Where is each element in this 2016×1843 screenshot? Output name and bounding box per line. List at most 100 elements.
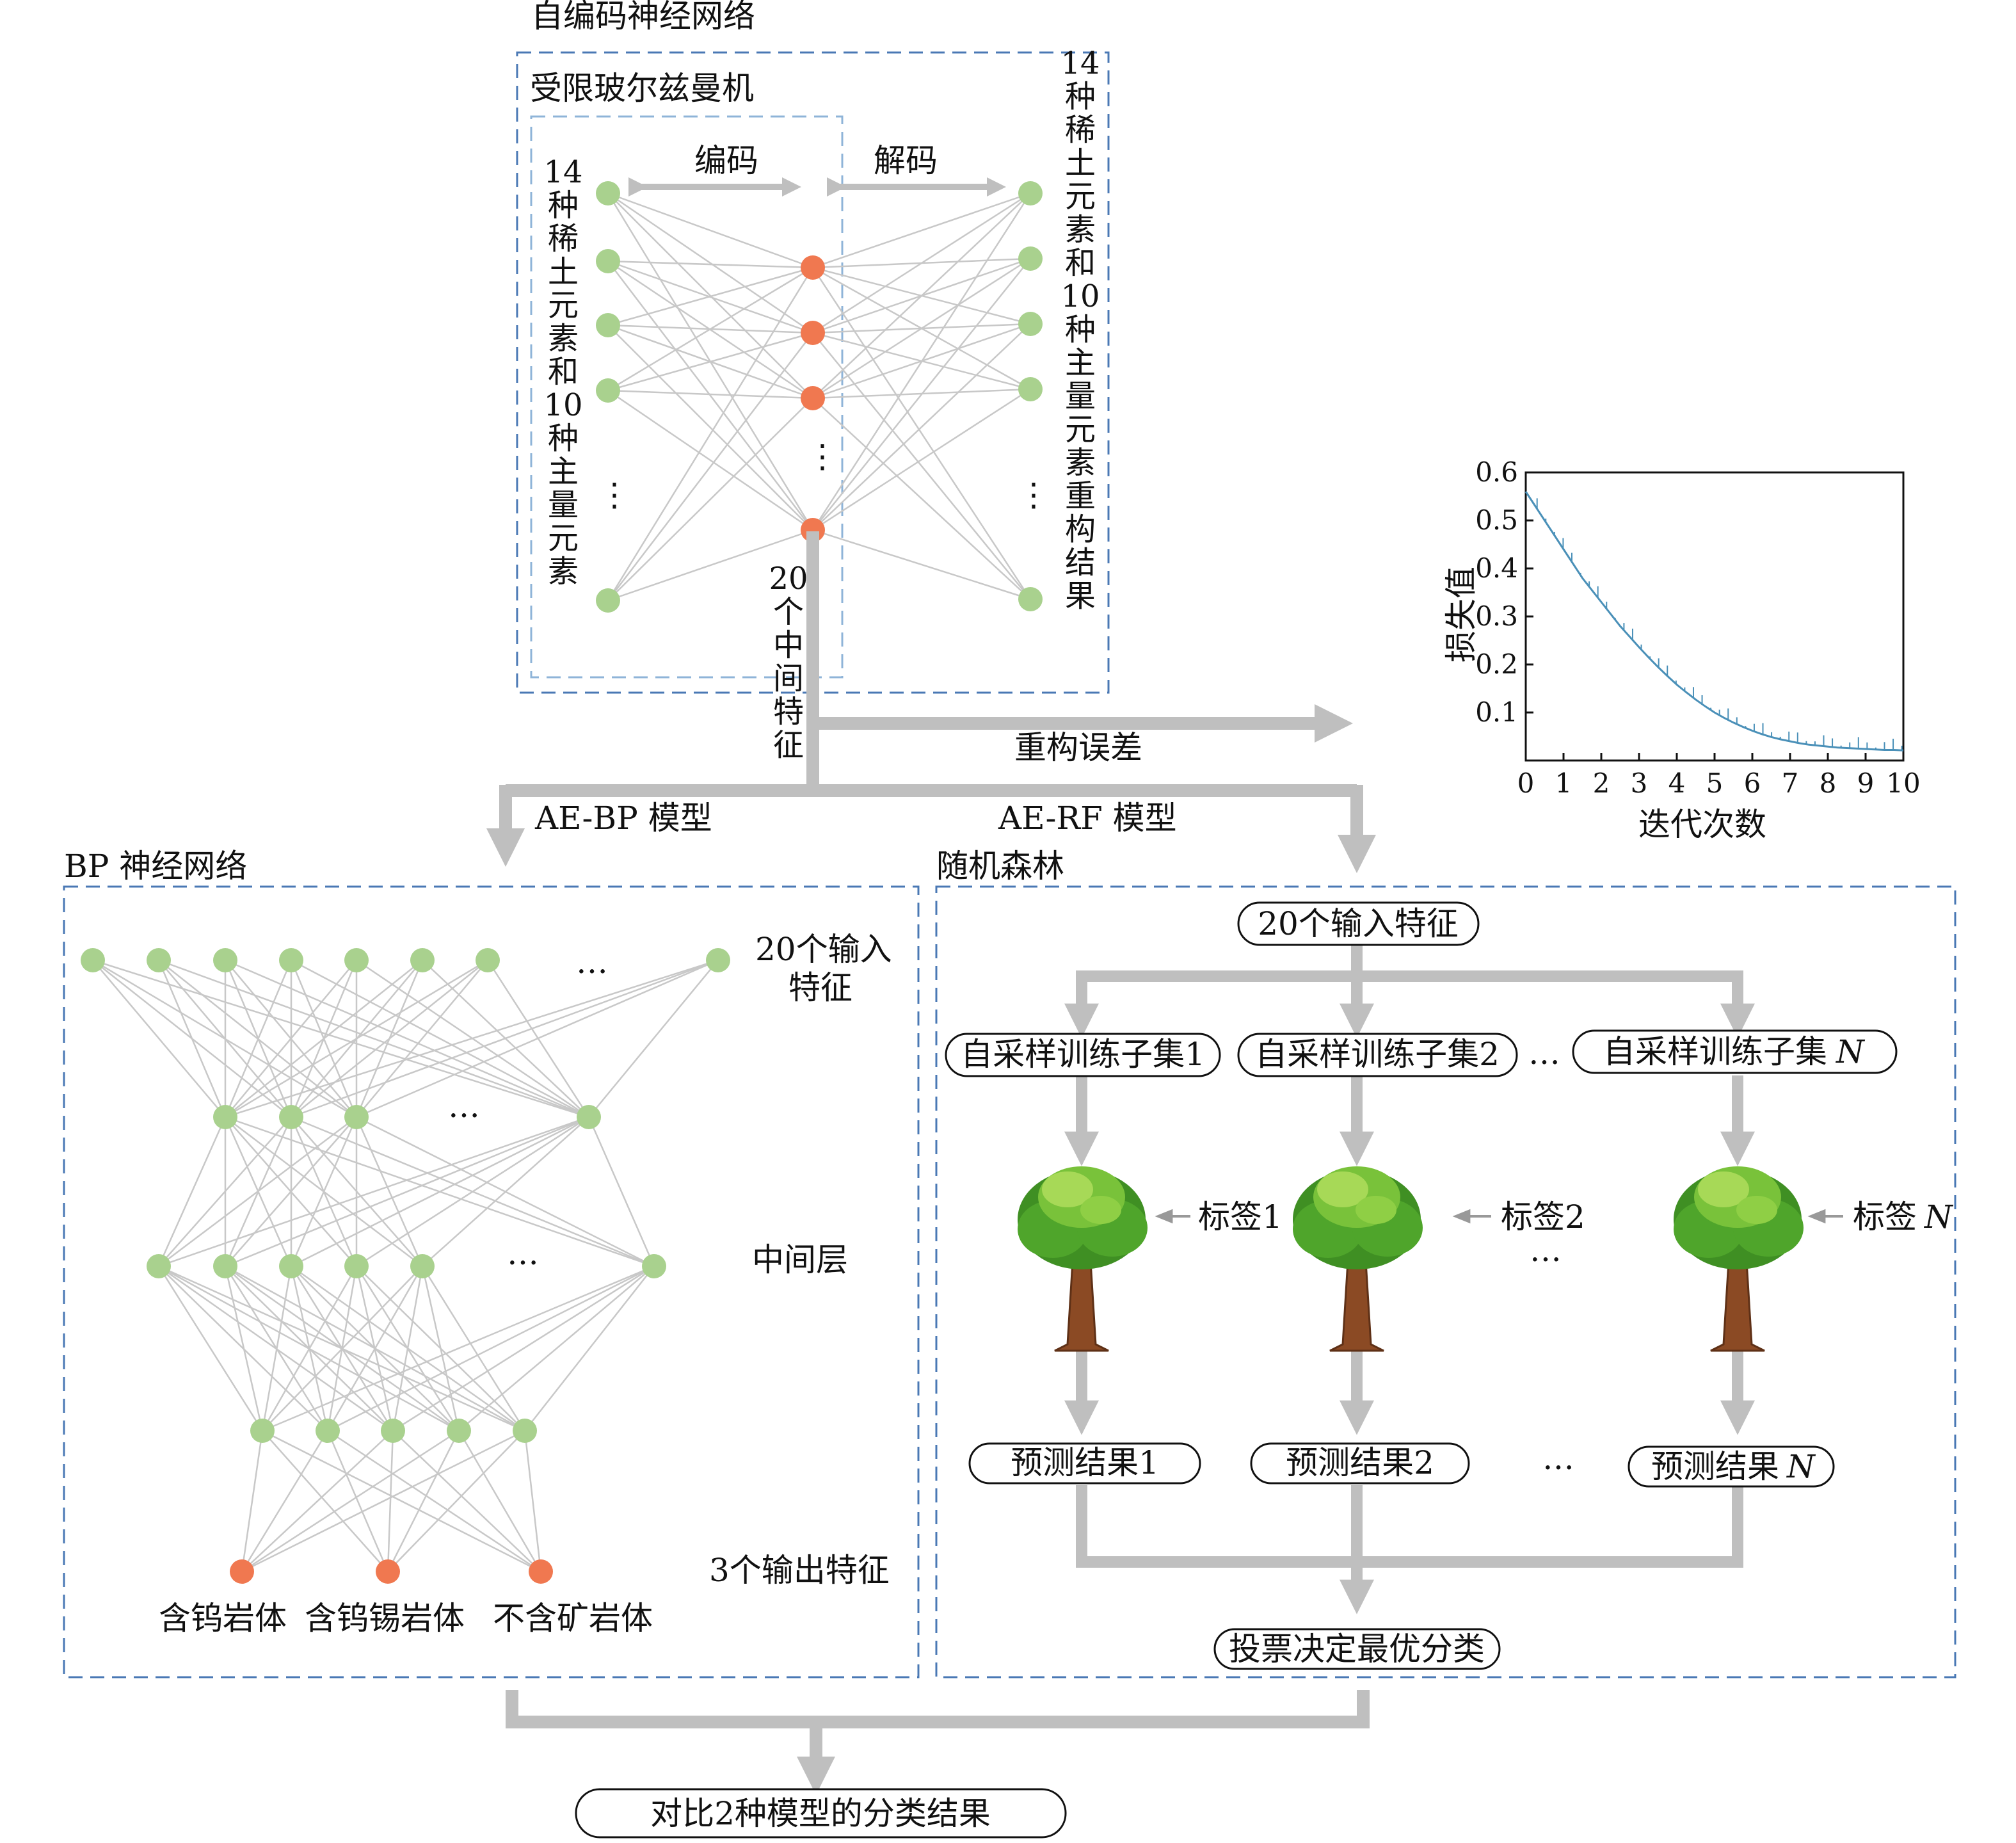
x-tick-label: 9 (1857, 768, 1875, 799)
ae-output-label-char: 稀 (1065, 112, 1096, 148)
ae-output-label-char: 素 (1065, 212, 1096, 248)
bp-output-class-2: 含钨锡岩体 (305, 1600, 465, 1637)
bp-output-class-3: 不含矿岩体 (493, 1600, 653, 1637)
ae-input-label-char: 土 (548, 254, 579, 290)
ae-input-label-char: 素 (548, 554, 579, 590)
ae-input-node (596, 181, 620, 205)
ae-edge (607, 192, 813, 269)
x-tick-label: 1 (1555, 768, 1572, 799)
label-2: 标签2 (1501, 1198, 1585, 1235)
ae-input-label-char: 主 (548, 454, 579, 490)
ae-output-label-char: 结 (1065, 545, 1096, 581)
ae-output-label-char: 土 (1065, 145, 1096, 181)
ae-bp-label: AE-BP 模型 (534, 800, 712, 837)
bp-edge (421, 1266, 526, 1431)
compare-box (575, 1788, 1067, 1839)
bp-hidden2-ellipsis: … (507, 1235, 539, 1272)
bp-edge (261, 1266, 358, 1431)
bp-edge (291, 959, 719, 1118)
ae-hidden-node (801, 386, 825, 410)
bp-input-label-1: 20个输入 (755, 931, 892, 968)
bp-edge (262, 1429, 541, 1573)
bp-edge (458, 1266, 655, 1431)
ae-edge (812, 388, 1031, 531)
rf-prediction-1 (968, 1442, 1201, 1485)
ae-output-node (1018, 377, 1043, 401)
bp-node (381, 1419, 405, 1443)
y-tick-label: 0.3 (1475, 600, 1518, 632)
bp-input-label-2: 特征 (788, 969, 852, 1006)
bp-edge (392, 1430, 541, 1572)
bp-output-node (230, 1559, 254, 1584)
ae-edge (812, 258, 1031, 531)
decode-label: 解码 (874, 142, 938, 179)
bp-edge (158, 959, 589, 1118)
ae-edge (812, 192, 1031, 334)
bp-edge (225, 959, 589, 1118)
ae-input-node (596, 313, 620, 337)
ae-hidden-label-char: 征 (773, 727, 804, 763)
ae-edge (812, 529, 1031, 600)
y-tick-label: 0.2 (1475, 648, 1518, 680)
rf-input-box-label: 20个输入特征 (1258, 905, 1459, 942)
label-ellipsis: … (1530, 1232, 1562, 1269)
ae-output-label-char: 元 (1065, 412, 1096, 447)
bp-edge (158, 1116, 589, 1268)
bp-edge (458, 1430, 542, 1572)
ae-edge (607, 266, 813, 326)
ae-edge (607, 332, 813, 392)
tree-icon (1674, 1166, 1804, 1352)
bp-output-label: 3个输出特征 (709, 1552, 890, 1589)
bp-edge (241, 1429, 460, 1573)
loss-series-spikes (1536, 498, 1903, 751)
ae-edge (607, 529, 813, 602)
bp-edge (225, 1116, 589, 1268)
reconstruction-error-label: 重构误差 (1014, 729, 1142, 766)
ae-input-label-char: 量 (548, 487, 579, 523)
y-tick-label: 0.4 (1475, 552, 1518, 584)
ae-edge (812, 267, 1032, 600)
bp-node (213, 948, 237, 972)
rf-subset-ellipsis: … (1528, 1034, 1560, 1072)
bp-node (213, 1105, 237, 1129)
bp-node (706, 948, 730, 972)
rf-prediction-2 (1250, 1442, 1470, 1485)
bp-node (147, 948, 171, 972)
ae-hidden-label-char: 个 (773, 594, 804, 630)
autoencoder-title: 自编码神经网络 (531, 0, 755, 35)
ae-edge (607, 192, 813, 334)
rf-vote-label: 投票决定最优分类 (1229, 1630, 1485, 1668)
ae-output-label-char: 素 (1065, 445, 1096, 481)
loss-series-line (1524, 491, 1904, 752)
bp-edge (225, 959, 719, 1118)
rf-input-box (1237, 901, 1480, 946)
bp-edge (262, 1430, 388, 1572)
ae-input-label-char: 种 (548, 188, 579, 223)
ae-edge (812, 193, 1032, 531)
rf-subset-1-label: 自采样训练子集1 (961, 1036, 1205, 1073)
bp-node (279, 1254, 303, 1278)
label-1: 标签1 (1198, 1198, 1283, 1235)
chart-y-label: 损失值 (1443, 567, 1480, 663)
ae-hidden-label-char: 20 (769, 561, 808, 597)
bp-edge (158, 1116, 292, 1267)
ae-output-label-char: 和 (1065, 245, 1096, 281)
loss-chart-frame (1524, 471, 1905, 762)
bp-box (63, 885, 920, 1678)
bp-edge (261, 1266, 292, 1431)
bp-edge (588, 960, 719, 1118)
bp-output-node (376, 1559, 400, 1584)
ae-output-label-char: 元 (1065, 179, 1096, 214)
rf-trees (1018, 1166, 1804, 1352)
ae-edge (607, 261, 813, 531)
rf-prediction-ellipsis: … (1542, 1440, 1574, 1477)
ae-edge (812, 257, 1031, 399)
bp-edge (224, 960, 292, 1118)
ae-edge (812, 398, 1031, 600)
bp-node (81, 948, 105, 972)
bp-edge (387, 1430, 525, 1572)
